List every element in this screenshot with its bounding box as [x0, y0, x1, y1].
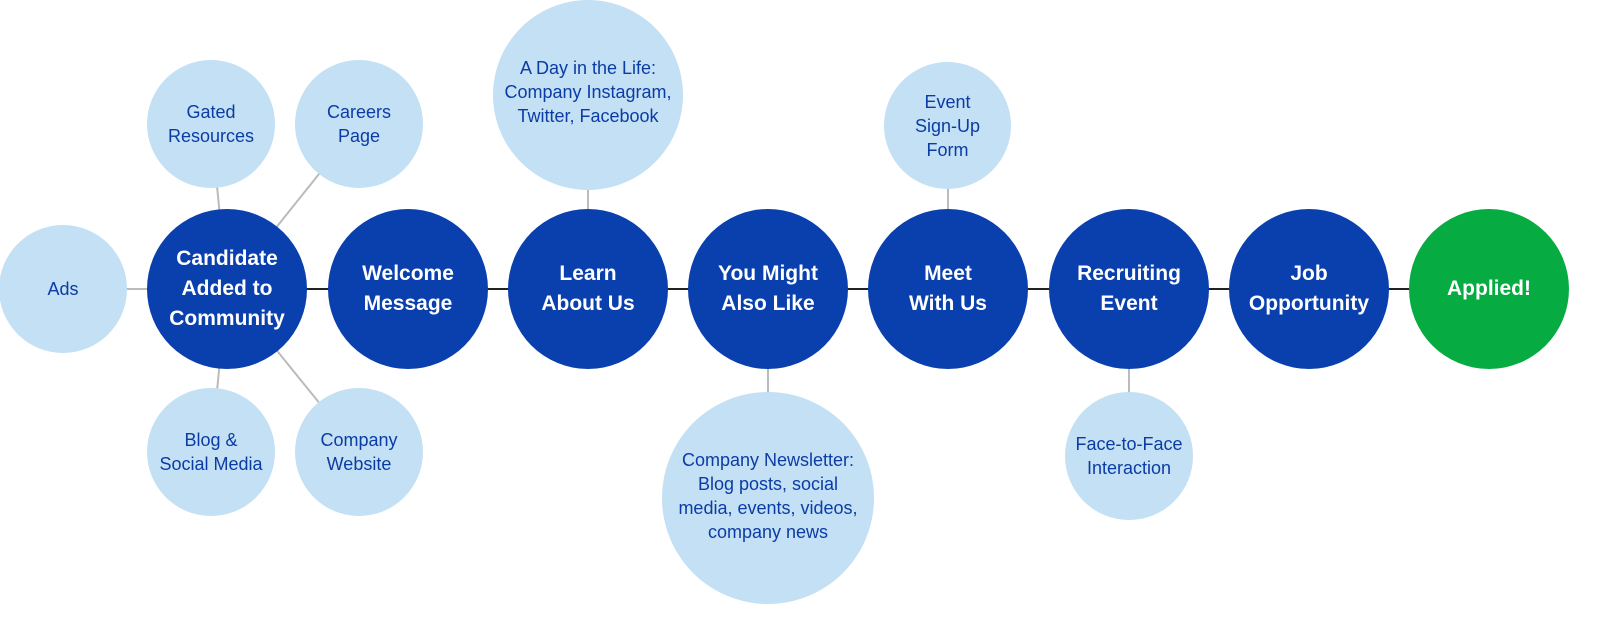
stage-applied: Applied! — [1409, 209, 1569, 369]
touchpoint-event-signup-form: Event Sign-Up Form — [884, 62, 1011, 189]
stage-label: Candidate Added to Community — [169, 247, 285, 330]
touchpoint-label: Company Website — [320, 430, 398, 474]
stage-label: Recruiting Event — [1077, 262, 1181, 315]
stage-label: You Might Also Like — [718, 262, 818, 315]
touchpoint-ads: Ads — [0, 225, 127, 353]
touchpoint-label: Careers Page — [326, 102, 392, 146]
stage-label: Applied! — [1447, 277, 1531, 300]
touchpoint-company-newsletter: Company Newsletter: Blog posts, social m… — [662, 392, 874, 604]
stage-recruiting-event: Recruiting Event — [1049, 209, 1209, 369]
touchpoint-company-website: Company Website — [295, 388, 423, 516]
touchpoint-gated-resources: Gated Resources — [147, 60, 275, 188]
touchpoint-face-to-face: Face-to-Face Interaction — [1065, 392, 1193, 520]
stage-job-opportunity: Job Opportunity — [1229, 209, 1389, 369]
touchpoint-label: Ads — [47, 279, 79, 299]
stage-candidate-added: Candidate Added to Community — [147, 209, 307, 369]
stage-label: Job Opportunity — [1248, 262, 1370, 315]
stage-you-might-also-like: You Might Also Like — [688, 209, 848, 369]
touchpoint-label: Event Sign-Up Form — [914, 91, 981, 160]
touchpoint-label: Blog & Social Media — [159, 430, 263, 474]
stage-label: Welcome Message — [362, 262, 454, 315]
touchpoint-careers-page: Careers Page — [295, 60, 423, 188]
stage-welcome-message: Welcome Message — [328, 209, 488, 369]
touchpoint-label: Face-to-Face Interaction — [1075, 434, 1183, 478]
stage-label: Meet With Us — [909, 262, 987, 315]
touchpoint-label: A Day in the Life: Company Instagram, Tw… — [504, 58, 672, 126]
touchpoint-label: Gated Resources — [167, 102, 255, 146]
stage-meet-with-us: Meet With Us — [868, 209, 1028, 369]
touchpoint-blog-social-media: Blog & Social Media — [147, 388, 275, 516]
stage-label: Learn About Us — [541, 262, 635, 315]
touchpoint-label: Company Newsletter: Blog posts, social m… — [678, 450, 858, 542]
stage-learn-about-us: Learn About Us — [508, 209, 668, 369]
touchpoint-day-in-the-life: A Day in the Life: Company Instagram, Tw… — [493, 0, 683, 190]
